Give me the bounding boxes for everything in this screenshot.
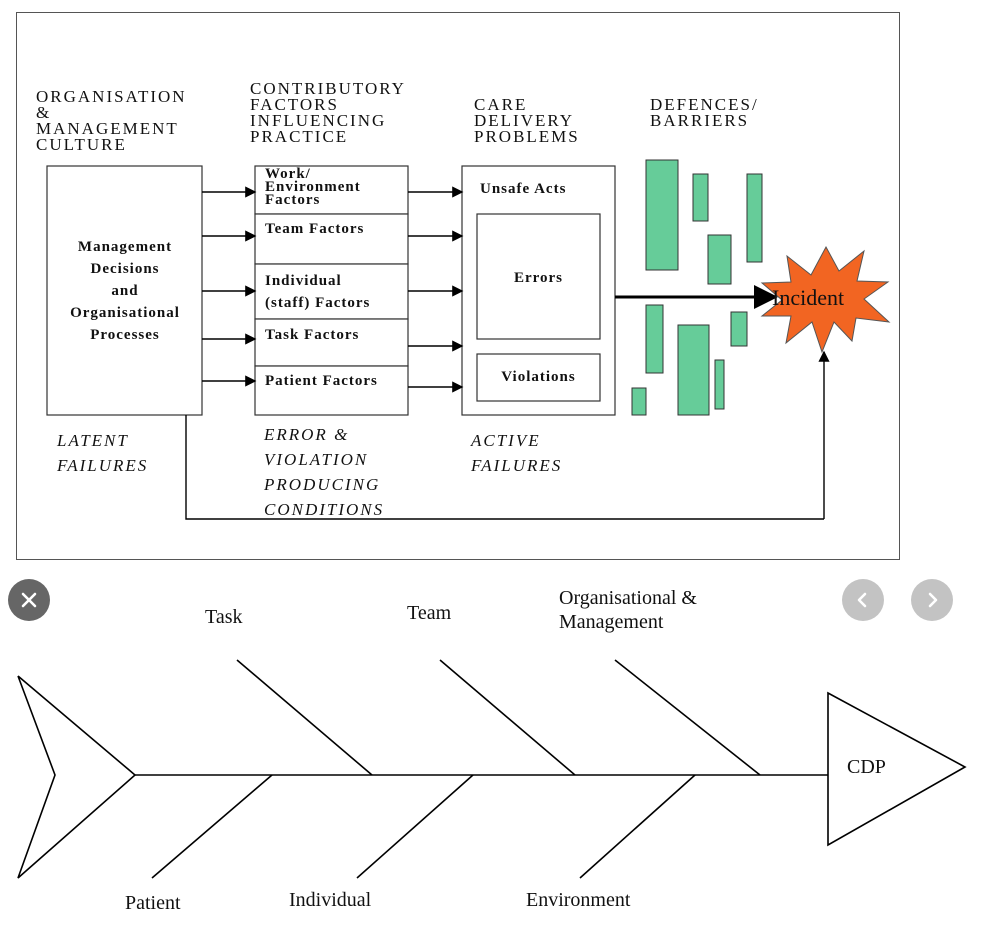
errors-label: Errors [513,270,564,286]
factor-task-label: Task Factors [265,327,360,343]
bone-task [236,659,373,776]
fish-label-task: Task [205,606,243,628]
factor-box-work [254,165,409,215]
management-box-label: Management Decisions and Organisational … [70,239,180,343]
footer-latent-failures: LATENT FAILURES [57,431,149,475]
incident-label: Incident [772,285,845,310]
factor-patient-label: Patient Factors [265,373,378,389]
factor-box-patient [254,365,409,416]
bone-patient [151,774,273,879]
errors-box [476,213,601,340]
header-care-delivery: CARE DELIVERY PROBLEMS [474,95,580,146]
factor-team-label: Team Factors [265,221,365,237]
close-button[interactable] [8,579,50,621]
fish-label-individual: Individual [289,889,372,911]
next-image-button[interactable] [911,579,953,621]
fish-label-team: Team [407,602,452,624]
bone-individual [356,774,474,879]
fishbone [17,659,967,879]
arrows-to-factors [202,186,257,387]
bone-environment [579,774,696,879]
barrier-block [692,173,709,222]
management-box [46,165,203,416]
barrier-block [645,304,664,374]
barrier-block [631,387,647,416]
footer-error-violation: ERROR & VIOLATION PRODUCING CONDITIONS [264,425,385,519]
barrier-block [645,159,679,271]
footer-active-failures: ACTIVE FAILURES [471,431,563,475]
fish-label-patient: Patient [125,892,181,914]
chevron-left-icon [857,592,867,608]
barrier-block [707,234,732,285]
fish-label-head: CDP [847,756,886,778]
barrier-block [677,324,710,416]
header-organisation: ORGANISATION & MANAGEMENT CULTURE [36,87,187,154]
barrier-block [730,311,748,347]
fish-label-organisational: Organisational & Management [559,587,697,633]
chevron-right-icon [928,592,938,608]
previous-image-button[interactable] [842,579,884,621]
bone-organisational [614,659,761,776]
violations-label: Violations [501,369,576,385]
latent-feedback-line [185,415,824,520]
factor-boxes [254,165,409,416]
factor-individual-label: Individual (staff) Factors [265,273,371,311]
fish-label-environment: Environment [526,889,631,911]
close-icon [21,592,37,608]
fish-tail [17,675,137,879]
arrows-to-care-delivery [408,186,464,393]
barrier-block [746,173,763,263]
unsafe-acts-label: Unsafe Acts [480,181,567,197]
barriers [631,159,763,416]
header-contributory: CONTRIBUTORY FACTORS INFLUENCING PRACTIC… [250,79,406,146]
bone-team [439,659,576,776]
factor-box-team [254,213,409,265]
factor-work-label: Work/ Environment Factors [265,166,361,208]
fish-head [827,691,967,847]
header-defences: DEFENCES/ BARRIERS [650,95,759,130]
violations-box [476,353,601,402]
barrier-block [714,359,725,410]
